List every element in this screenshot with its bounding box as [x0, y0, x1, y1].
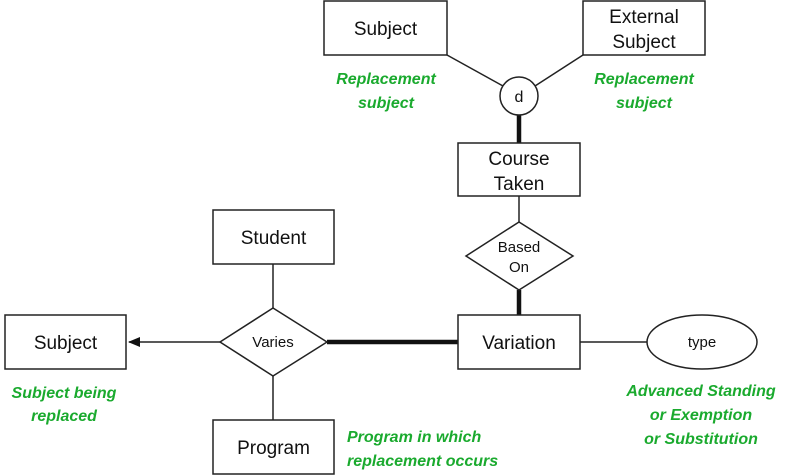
entity-program: Program [212, 419, 335, 475]
connector-subject-to-disjoint [446, 54, 504, 87]
note-subject-being-replaced: Subject being replaced [12, 385, 117, 425]
note-replacement-subject-right-line1: Replacement [594, 71, 694, 88]
entity-external-subject-label-line2: Subject [612, 32, 676, 53]
note-replacement-subject-right: Replacement subject [594, 71, 694, 112]
entity-external-subject-label-line1: External [609, 7, 679, 28]
note-replacement-subject-left-line2: subject [358, 95, 415, 112]
entity-student-label: Student [241, 228, 307, 249]
specialization-disjoint-label: d [515, 89, 524, 106]
relationship-based-on-label-line2: On [509, 259, 529, 276]
entity-program-label: Program [237, 438, 310, 459]
entity-external-subject: External Subject [582, 0, 706, 56]
entity-course-taken-label-line1: Course [488, 149, 549, 170]
note-subject-being-replaced-line2: replaced [31, 408, 98, 425]
note-program-line2: replacement occurs [347, 453, 498, 470]
relationship-based-on: Based On [464, 221, 575, 291]
entity-subject-top: Subject [323, 0, 448, 56]
entity-variation: Variation [457, 314, 581, 370]
attribute-type-label: type [688, 334, 716, 351]
note-type-line3: or Substitution [644, 431, 758, 448]
note-program-line1: Program in which [347, 429, 481, 446]
specialization-disjoint: d [499, 76, 539, 116]
attribute-type: type [646, 314, 758, 370]
relationship-varies-label: Varies [252, 334, 293, 351]
entity-subject-left-label: Subject [34, 333, 98, 354]
entity-course-taken-label-line2: Taken [494, 174, 545, 195]
note-program: Program in which replacement occurs [347, 429, 498, 470]
entity-subject-top-label: Subject [354, 19, 418, 40]
note-subject-being-replaced-line1: Subject being [12, 385, 117, 402]
note-replacement-subject-right-line2: subject [616, 95, 673, 112]
note-replacement-subject-left: Replacement subject [336, 71, 436, 112]
entity-subject-left: Subject [4, 314, 127, 370]
relationship-varies: Varies [218, 307, 329, 377]
note-type-line2: or Exemption [650, 407, 752, 424]
entity-course-taken: Course Taken [457, 142, 581, 197]
entity-student: Student [212, 209, 335, 265]
note-type-line1: Advanced Standing [625, 383, 776, 400]
relationship-based-on-label-line1: Based [498, 239, 541, 256]
entity-variation-label: Variation [482, 333, 556, 354]
note-type: Advanced Standing or Exemption or Substi… [625, 383, 776, 448]
note-replacement-subject-left-line1: Replacement [336, 71, 436, 88]
connector-external-subject-to-disjoint [534, 54, 584, 87]
